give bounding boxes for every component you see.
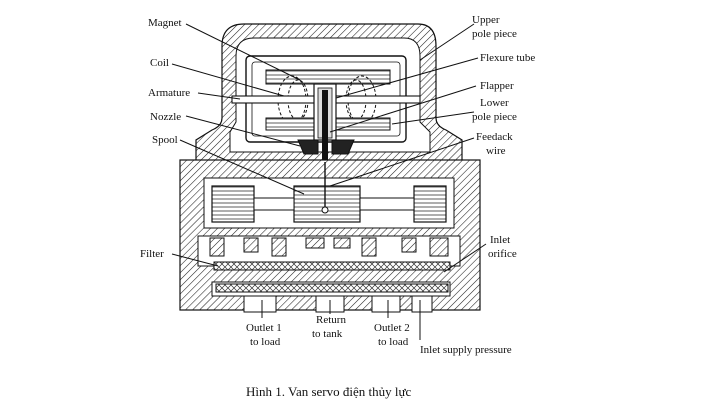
label-feedback-1: Feedack xyxy=(476,131,513,143)
label-outlet2-2: to load xyxy=(378,336,409,348)
label-lower-pole-1: Lower xyxy=(480,97,509,109)
label-lower-pole-2: pole piece xyxy=(472,111,517,123)
label-return-2: to tank xyxy=(312,328,343,340)
label-inlet-orifice-2: orifice xyxy=(488,248,517,260)
labels: Magnet Coil Armature Nozzle Spool Filter… xyxy=(140,14,535,356)
feedback-wire xyxy=(321,162,329,214)
label-outlet1-2: to load xyxy=(250,336,281,348)
label-outlet1-1: Outlet 1 xyxy=(246,322,282,334)
figure-caption: Hình 1. Van servo điện thủy lực xyxy=(246,384,412,399)
label-inlet-orifice-1: Inlet xyxy=(490,234,510,246)
leader-lines xyxy=(171,23,487,340)
label-filter: Filter xyxy=(140,248,164,260)
label-armature: Armature xyxy=(148,87,190,99)
label-return-1: Return xyxy=(316,314,346,326)
label-coil: Coil xyxy=(150,57,169,69)
filter xyxy=(213,261,451,293)
label-flexure-tube: Flexure tube xyxy=(480,52,535,64)
flapper xyxy=(322,90,328,162)
label-inlet-supply: Inlet supply pressure xyxy=(420,344,512,356)
label-spool: Spool xyxy=(152,134,178,146)
nozzles xyxy=(297,139,355,155)
channel-blocks xyxy=(209,237,449,257)
label-feedback-2: wire xyxy=(486,145,506,157)
label-outlet2-1: Outlet 2 xyxy=(374,322,410,334)
label-flapper: Flapper xyxy=(480,80,514,92)
label-upper-pole-1: Upper xyxy=(472,14,500,26)
label-upper-pole-2: pole piece xyxy=(472,28,517,40)
spool xyxy=(211,185,447,223)
label-nozzle: Nozzle xyxy=(150,111,181,123)
label-magnet: Magnet xyxy=(148,17,182,29)
